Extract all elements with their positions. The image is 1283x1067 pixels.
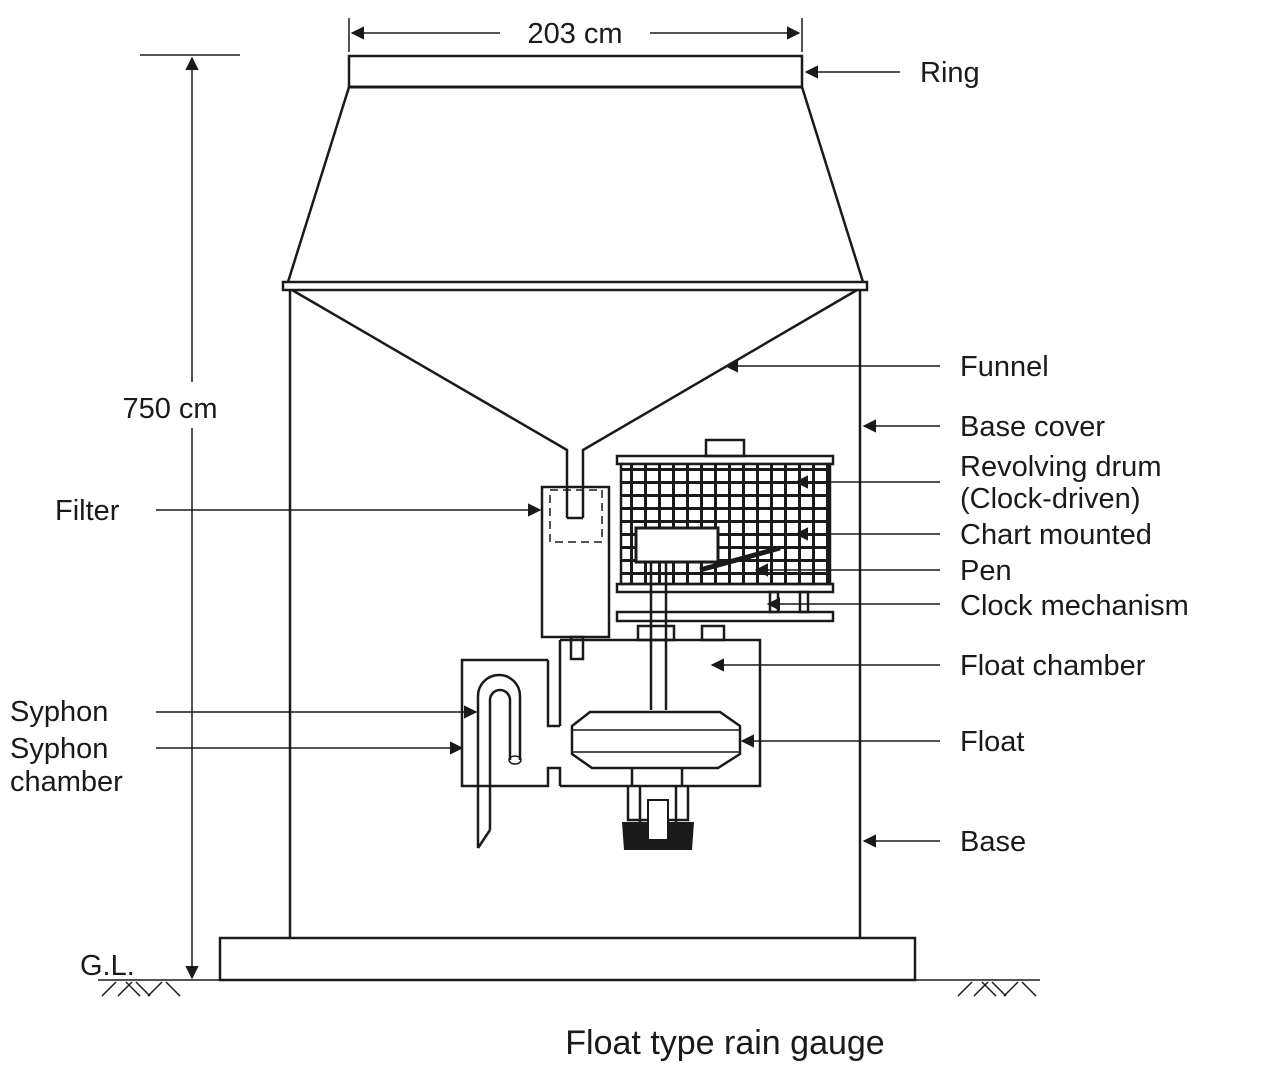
ground-level: G.L. [80, 950, 1040, 997]
label-syphon: Syphon [10, 696, 108, 728]
pen [699, 545, 781, 573]
label-float-chamber: Float chamber [960, 650, 1146, 682]
clock-mechanism [615, 590, 835, 623]
label-chart-mounted: Chart mounted [960, 519, 1152, 551]
label-base: Base [960, 826, 1026, 858]
syphon [476, 673, 522, 849]
concrete-base [218, 936, 917, 982]
leaders-right [710, 65, 940, 848]
float-rod [649, 562, 668, 710]
height-dimension: 750 cm [122, 54, 240, 980]
ring [347, 54, 804, 89]
float-chamber [558, 624, 762, 788]
label-float: Float [960, 726, 1024, 758]
label-clock-mechanism: Clock mechanism [960, 590, 1189, 622]
ground-hatch-left [101, 981, 181, 997]
label-revolving-drum: Revolving drum [960, 451, 1161, 483]
base-cover [281, 86, 869, 292]
base-housing [288, 290, 862, 938]
ground-level-label: G.L. [80, 950, 135, 982]
label-funnel: Funnel [960, 351, 1049, 383]
label-clock-driven: (Clock-driven) [960, 483, 1140, 515]
label-base-cover: Base cover [960, 411, 1105, 443]
float-outlet [622, 786, 694, 850]
revolving-drum [615, 438, 835, 594]
label-pen: Pen [960, 555, 1012, 587]
float [570, 710, 742, 786]
filter [540, 485, 611, 661]
label-ring: Ring [920, 57, 980, 89]
diagram-caption: Float type rain gauge [565, 1024, 884, 1062]
height-label: 750 cm [122, 393, 217, 425]
funnel [291, 288, 858, 520]
label-filter: Filter [55, 495, 120, 527]
width-label: 203 cm [527, 18, 622, 50]
label-syphon-chamber-line1: Syphon [10, 733, 108, 765]
label-syphon-chamber-line2: chamber [10, 766, 123, 798]
ground-hatch-right [957, 981, 1037, 997]
width-dimension: 203 cm [348, 18, 803, 52]
leaders-left [156, 503, 542, 755]
pen-holder [634, 526, 720, 564]
syphon-chamber [460, 658, 562, 788]
